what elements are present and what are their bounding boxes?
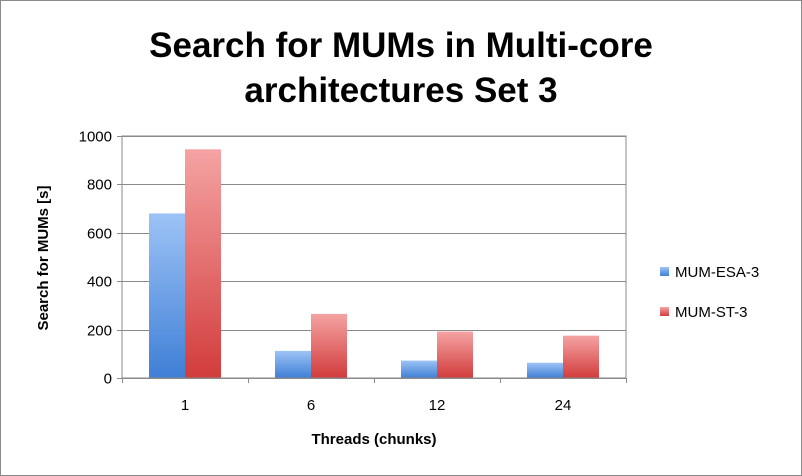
bar-mum-st-3-12 [437, 331, 473, 378]
y-tick-label-200: 200 [87, 323, 112, 340]
y-tick-label-400: 400 [87, 274, 112, 291]
y-axis-label: Search for MUMs [s] [35, 185, 52, 330]
y-tick-label-600: 600 [87, 226, 112, 243]
bar-mum-esa-3-12 [401, 360, 437, 378]
x-axis-label: Threads (chunks) [311, 431, 436, 448]
legend-swatch-mum-esa-3 [660, 267, 669, 276]
legend-label-mum-esa-3: MUM-ESA-3 [675, 264, 759, 281]
legend-label-mum-st-3: MUM-ST-3 [675, 304, 748, 321]
bar-mum-st-3-6 [311, 313, 347, 378]
y-tick-label-1000: 1000 [79, 129, 112, 146]
x-tick-label-24: 24 [555, 397, 572, 414]
bars [122, 149, 627, 383]
bar-mum-st-3-1 [185, 149, 221, 378]
x-tick-label-12: 12 [429, 397, 446, 414]
legend-swatch-mum-st-3 [660, 307, 669, 316]
legend: MUM-ESA-3 MUM-ST-3 [660, 264, 759, 321]
plot-area-border [121, 135, 627, 379]
bar-mum-st-3-24 [563, 335, 599, 378]
x-tick-label-1: 1 [181, 397, 189, 414]
bar-mum-esa-3-6 [275, 350, 311, 378]
bar-mum-esa-3-24 [527, 362, 563, 378]
chart-title-line-2: architectures Set 3 [244, 71, 557, 110]
x-tick-label-6: 6 [307, 397, 315, 414]
chart-title-line-1: Search for MUMs in Multi-core [149, 26, 653, 65]
y-tick-label-0: 0 [104, 371, 112, 388]
y-tick-labels: 0 200 400 600 800 1000 [79, 129, 112, 388]
x-tick-labels: 1 6 12 24 [181, 397, 572, 414]
y-tick-label-800: 800 [87, 177, 112, 194]
bar-mum-esa-3-1 [149, 213, 185, 378]
